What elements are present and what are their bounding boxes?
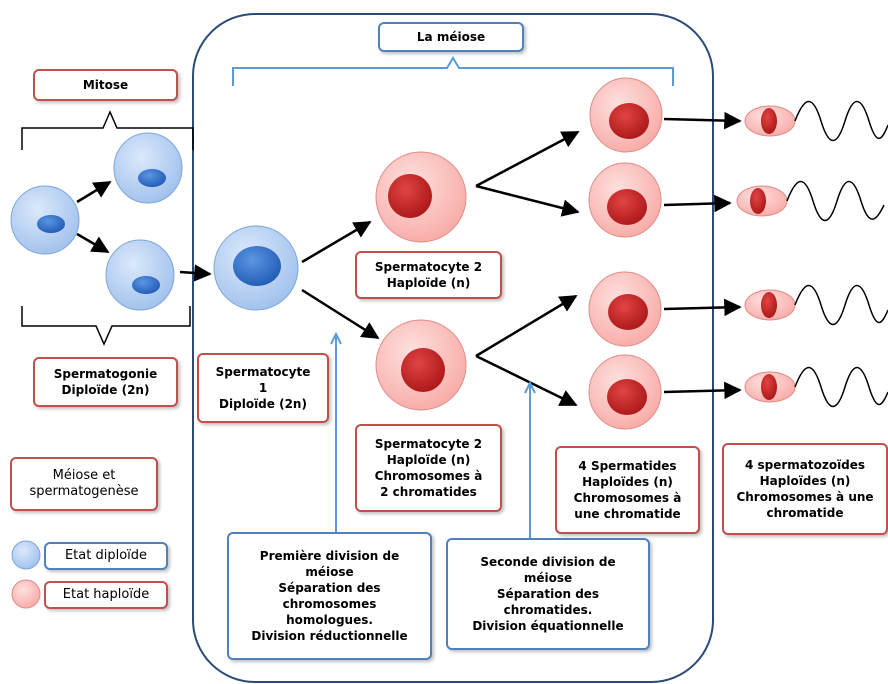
legend-haploid-label: Etat haploïde [44,581,168,609]
division-pointers [330,331,536,538]
mitosis-title: Mitose [33,69,178,101]
mitosis-bracket-top [21,110,194,150]
spermatocyte-2-cell-bottom [375,319,467,411]
meiosis-title: La méiose [378,22,524,52]
diploid-cell-mother [10,185,80,255]
spermatogonie-label: Spermatogonie Diploïde (2n) [33,357,178,407]
spermatozoon-4 [744,366,888,408]
meiosis-frame [192,13,714,683]
diploid-cell-daughter-top [113,132,183,204]
spermatid-cell-4 [588,354,662,430]
spermatides-label: 4 Spermatides Haploïdes (n) Chromosomes … [555,446,700,534]
first-division-label: Première division de méiose Séparation d… [227,532,432,660]
spermatocyte-1-label: Spermatocyte 1 Diploïde (2n) [197,353,329,423]
process-arrows [76,111,742,407]
legend-diploid-label: Etat diploïde [44,542,168,570]
meiosis-bracket [232,56,674,86]
legend-haploid-swatch [11,579,41,609]
spermatogonia-bracket-bottom [21,306,191,346]
spermatozoon-1 [744,100,888,142]
spermatozoon-3 [744,284,888,326]
spermatid-cell-2 [588,162,662,238]
second-division-label: Seconde division de méiose Séparation de… [446,538,650,650]
caption-label: Méiose et spermatogenèse [10,457,158,511]
spermatid-cell-1 [589,77,663,153]
spermatocyte-2-top-label: Spermatocyte 2 Haploïde (n) [355,251,502,299]
spermatozoides-label: 4 spermatozoïdes Haploïdes (n) Chromosom… [722,443,888,535]
spermatocyte-2-bottom-label: Spermatocyte 2 Haploïde (n) Chromosomes … [355,424,502,512]
diploid-cell-daughter-bottom [105,239,175,311]
spermatozoon-2 [736,180,885,222]
spermatocyte-1-cell [213,225,299,311]
spermatocyte-2-cell-top [375,151,467,243]
spermatid-cell-3 [588,271,662,347]
legend-diploid-swatch [11,540,41,570]
